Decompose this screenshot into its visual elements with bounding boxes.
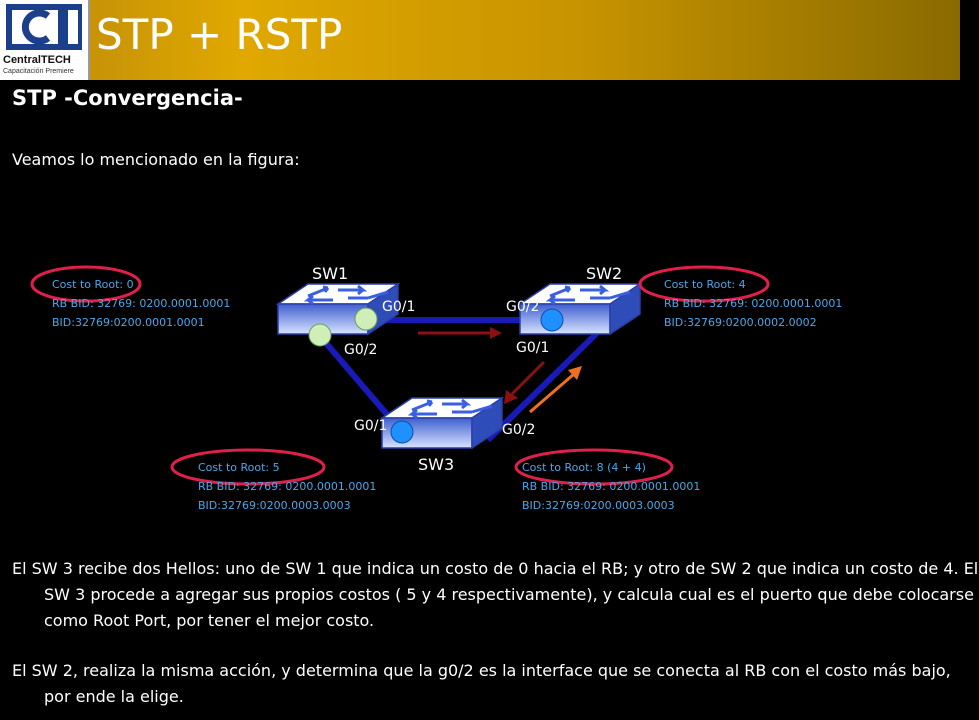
port-label-sw2-g02: G0/2: [506, 299, 539, 315]
info-sw3-right: Cost to Root: 8 (4 + 4) RB BID: 32769: 0…: [522, 461, 700, 512]
port-sw1-g02-icon: [308, 323, 332, 347]
logo-emblem-icon: [6, 4, 82, 50]
info-sw2-cost: Cost to Root: 4: [664, 278, 746, 291]
intro-text: Veamos lo mencionado en la figura:: [12, 150, 300, 169]
highlight-sw1-cost: [30, 265, 142, 303]
info-sw3-right-bid: BID:32769:0200.0003.0003: [522, 499, 675, 512]
highlight-sw2-cost: [638, 265, 770, 303]
port-label-sw3-g01: G0/1: [354, 418, 387, 434]
info-sw2: Cost to Root: 4 RB BID: 32769: 0200.0001…: [664, 278, 842, 329]
paragraph-sw3-explanation: El SW 3 recibe dos Hellos: uno de SW 1 q…: [12, 559, 979, 630]
info-sw3-left-cost: Cost to Root: 5: [198, 461, 280, 474]
arrow-sw3-to-sw2-head: [568, 366, 582, 380]
switch-label-sw2: SW2: [586, 264, 622, 283]
port-label-sw2-g01: G0/1: [516, 340, 549, 356]
logo-subtitle: Capacitación Premiere: [3, 68, 74, 75]
info-sw1-rbbid: RB BID: 32769: 0200.0001.0001: [52, 297, 230, 310]
info-sw3-left-rbbid: RB BID: 32769: 0200.0001.0001: [198, 480, 376, 493]
highlight-sw3-cost-right: [514, 448, 674, 486]
info-sw2-rbbid: RB BID: 32769: 0200.0001.0001: [664, 297, 842, 310]
arrow-sw2-to-sw3: [510, 360, 546, 396]
port-label-sw3-g02: G0/2: [502, 422, 535, 438]
switch-sw1: [276, 282, 400, 336]
switch-label-sw3: SW3: [418, 455, 454, 474]
switch-label-sw1: SW1: [312, 264, 348, 283]
info-sw3-left: Cost to Root: 5 RB BID: 32769: 0200.0001…: [198, 461, 376, 512]
info-sw3-left-bid: BID:32769:0200.0003.0003: [198, 499, 351, 512]
port-sw1-g01-icon: [354, 307, 378, 331]
highlight-sw3-cost-left: [170, 448, 326, 486]
info-sw2-bid: BID:32769:0200.0002.0002: [664, 316, 817, 329]
logo-text: CentralTECH: [3, 54, 71, 66]
link-sw2-sw3: [485, 329, 601, 443]
info-sw3-right-cost: Cost to Root: 8 (4 + 4): [522, 461, 646, 474]
port-sw3-g01-icon: [390, 420, 414, 444]
paragraph-sw2-explanation: El SW 2, realiza la misma acción, y dete…: [12, 661, 951, 706]
info-sw3-right-rbbid: RB BID: 32769: 0200.0001.0001: [522, 480, 700, 493]
info-sw1: Cost to Root: 0 RB BID: 32769: 0200.0001…: [52, 278, 230, 329]
info-sw1-cost: Cost to Root: 0: [52, 278, 134, 291]
port-label-sw1-g01: G0/1: [382, 299, 415, 315]
section-subtitle: STP -Convergencia-: [12, 86, 243, 110]
stp-topology-diagram: SW1 SW2 SW3 G0/1 G0/2 G0/2 G0/1 G0/1 G0/…: [30, 264, 842, 512]
port-sw2-g02-icon: [540, 308, 564, 332]
arrow-sw1-to-sw2-head: [490, 327, 502, 339]
centraltech-logo: CentralTECH Capacitación Premiere: [0, 0, 90, 80]
header-bar: CentralTECH Capacitación Premiere STP + …: [0, 0, 960, 80]
arrow-sw2-to-sw3-head: [504, 390, 518, 404]
info-sw1-bid: BID:32769:0200.0001.0001: [52, 316, 205, 329]
port-label-sw1-g02: G0/2: [344, 342, 377, 358]
arrow-sw3-to-sw2: [529, 372, 575, 414]
page-title: STP + RSTP: [96, 10, 343, 59]
